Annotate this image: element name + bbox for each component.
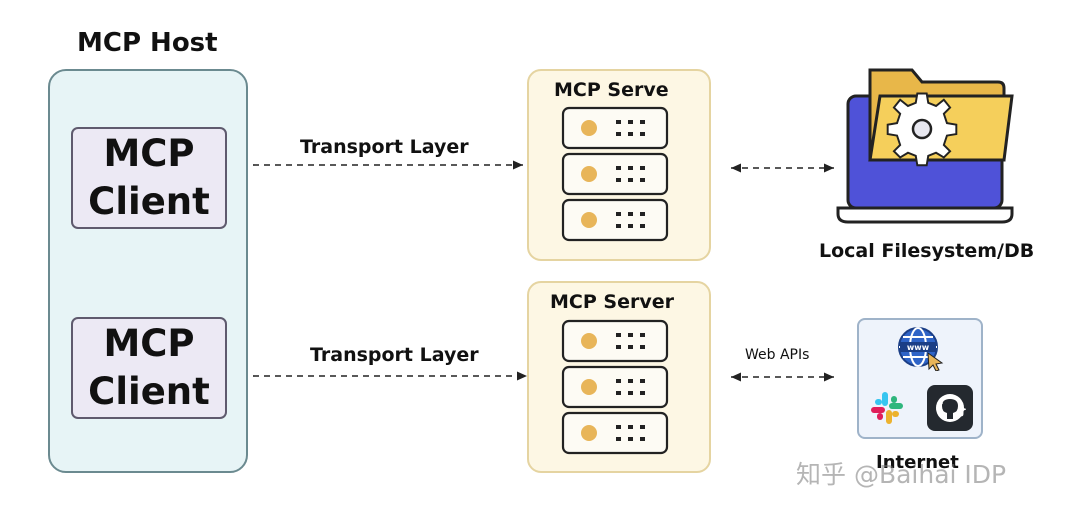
watermark: 知乎 @Baihai IDP <box>796 460 1007 489</box>
client-label-line1: MCP <box>103 132 195 175</box>
svg-text:{: { <box>935 400 944 418</box>
svg-text:}: } <box>958 400 967 418</box>
server-title: MCP Server <box>550 291 674 313</box>
client-label-line1: MCP <box>103 322 195 365</box>
client-label-line2: Client <box>88 370 210 413</box>
internet-label: Internet <box>876 452 959 473</box>
server-title: MCP Serve <box>554 79 669 101</box>
globe-icon: www <box>898 327 944 371</box>
transport-layer-label: Transport Layer <box>310 344 479 366</box>
slack-icon <box>871 392 903 424</box>
transport-layer-label: Transport Layer <box>300 136 469 158</box>
server-rack-icon <box>561 106 669 242</box>
github-icon: { } <box>927 385 973 431</box>
laptop-folder-gear-icon <box>836 68 1014 224</box>
host-title: MCP Host <box>77 28 218 58</box>
filesystem-label: Local Filesystem/DB <box>819 240 1035 262</box>
client-label-line2: Client <box>88 180 210 223</box>
mcp-client-box: MCP Client <box>71 317 227 419</box>
svg-text:www: www <box>907 343 930 352</box>
mcp-client-box: MCP Client <box>71 127 227 229</box>
server-rack-icon <box>561 319 669 455</box>
web-apis-label: Web APIs <box>745 347 810 363</box>
